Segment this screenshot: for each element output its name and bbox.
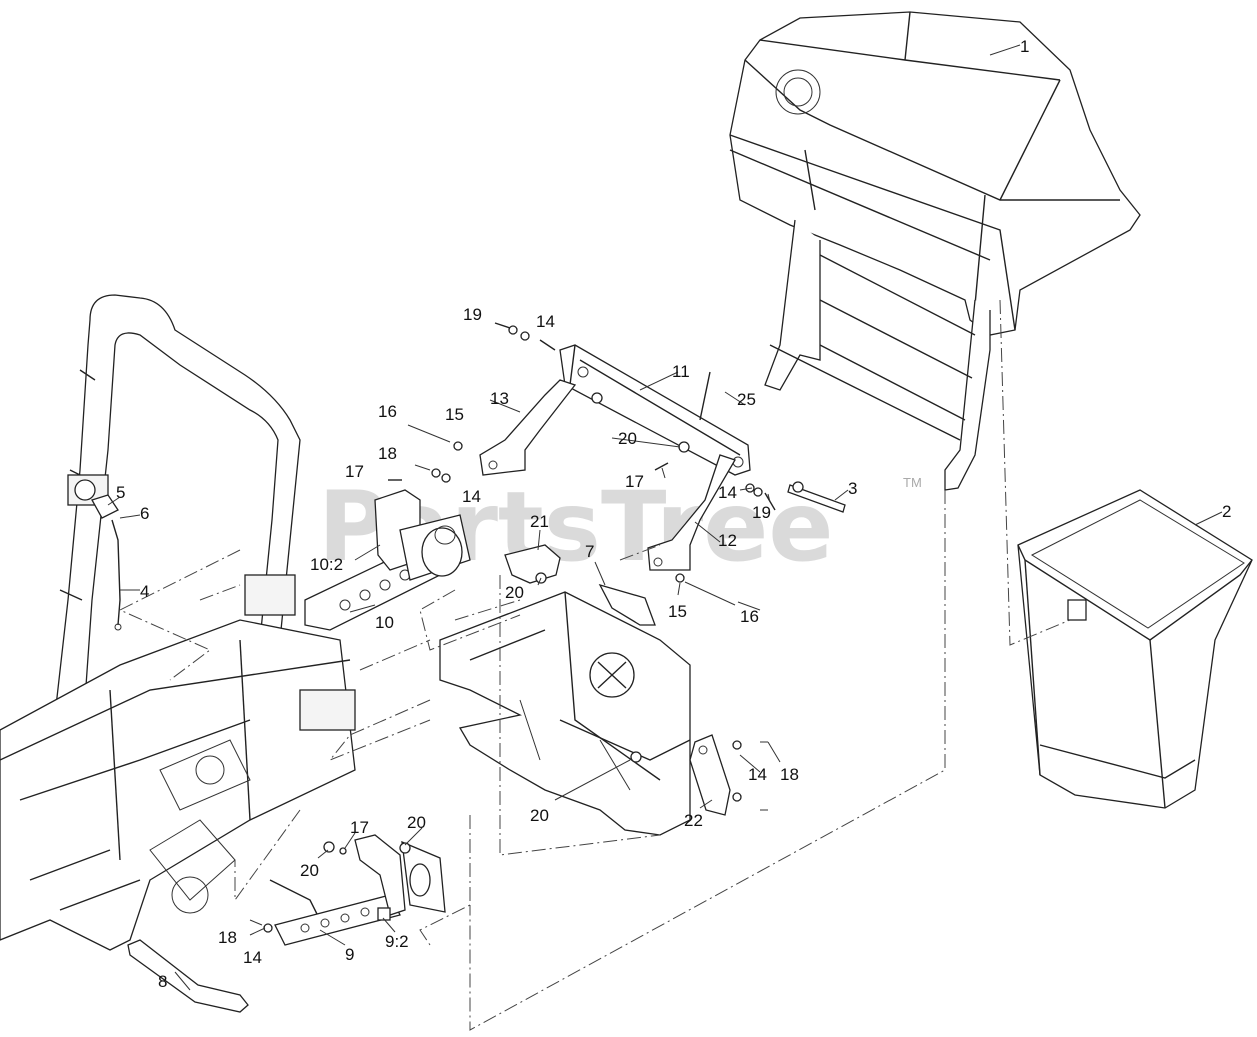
callout-22: 22 xyxy=(684,811,703,830)
callout-14b: 14 xyxy=(462,487,481,506)
callout-11: 11 xyxy=(672,362,690,381)
part-12-arm xyxy=(647,454,736,571)
callout-14c: 14 xyxy=(718,483,737,502)
callout-17a: 17 xyxy=(345,462,364,481)
callout-18c: 18 xyxy=(218,928,237,947)
callout-20c: 20 xyxy=(530,806,549,825)
callout-16b: 16 xyxy=(740,607,759,626)
callout-8: 8 xyxy=(158,972,167,991)
callout-14e: 14 xyxy=(243,948,262,967)
part-1-catcher-hood xyxy=(729,11,1141,491)
reference-lines xyxy=(118,299,1071,1031)
part-13-arm xyxy=(479,379,577,476)
part-21-bracket xyxy=(504,544,561,584)
callout-10-2: 10:2 xyxy=(310,555,343,574)
mower-chassis xyxy=(0,619,356,951)
part-3-pin xyxy=(787,481,846,513)
callout-17b: 17 xyxy=(625,472,644,491)
part-2-catcher-bag xyxy=(1017,489,1253,809)
callout-2: 2 xyxy=(1222,502,1231,521)
callout-10: 10 xyxy=(375,613,394,632)
leader-lines xyxy=(107,44,1223,991)
part-8-rod xyxy=(127,939,249,1013)
callout-9: 9 xyxy=(345,945,354,964)
callout-20b: 20 xyxy=(505,583,524,602)
part-7-plate xyxy=(598,583,656,626)
callout-21: 21 xyxy=(530,512,549,531)
callout-5: 5 xyxy=(116,483,125,502)
callout-3: 3 xyxy=(848,479,857,498)
callout-13: 13 xyxy=(490,389,509,408)
callout-16a: 16 xyxy=(378,402,397,421)
callout-12: 12 xyxy=(718,531,737,550)
callout-7: 7 xyxy=(585,542,594,561)
callout-15b: 15 xyxy=(668,602,687,621)
watermark-tm: TM xyxy=(903,475,922,490)
callout-18a: 18 xyxy=(378,444,397,463)
callout-25: 25 xyxy=(737,390,756,409)
callout-19b: 19 xyxy=(752,503,771,522)
callout-20e: 20 xyxy=(407,813,426,832)
callout-9-2: 9:2 xyxy=(385,932,409,951)
discharge-chute xyxy=(439,591,691,836)
callout-18b: 18 xyxy=(780,765,799,784)
callout-20a: 20 xyxy=(618,429,637,448)
callout-1: 1 xyxy=(1020,37,1029,56)
callout-19a: 19 xyxy=(463,305,482,324)
part-10-mount-bracket xyxy=(304,489,471,631)
part-9-lower-bracket xyxy=(274,834,446,946)
hardware xyxy=(74,322,776,933)
part-22-plate xyxy=(689,734,731,816)
callout-4: 4 xyxy=(140,582,149,601)
callouts: 1 2 3 4 5 6 7 8 9 9:2 10 10:2 11 12 13 1… xyxy=(116,37,1231,991)
callout-17c: 17 xyxy=(350,818,369,837)
callout-15a: 15 xyxy=(445,405,464,424)
callout-14a: 14 xyxy=(536,312,555,331)
callout-14d: 14 xyxy=(748,765,767,784)
callout-6: 6 xyxy=(140,504,149,523)
callout-20d: 20 xyxy=(300,861,319,880)
